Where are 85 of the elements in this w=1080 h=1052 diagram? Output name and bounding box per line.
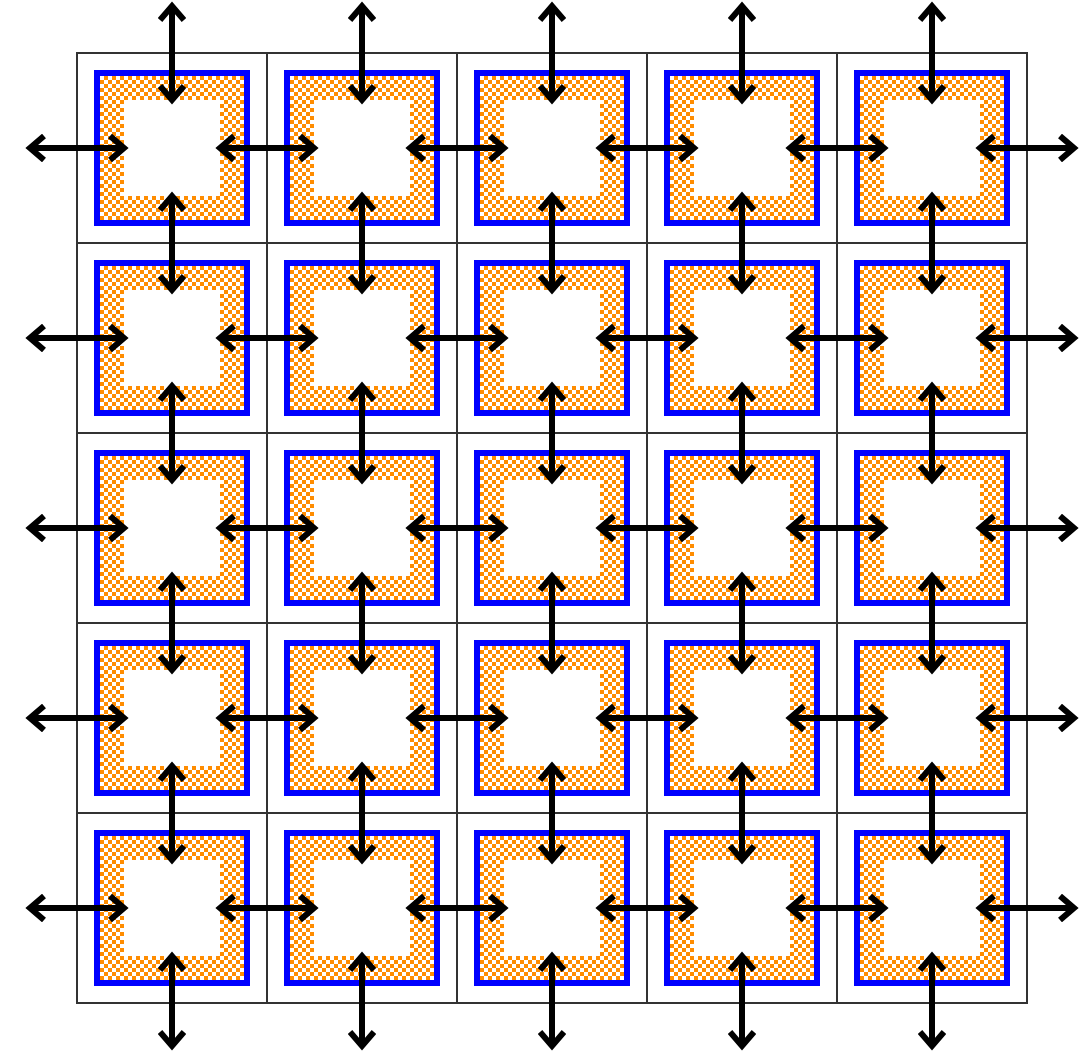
square-cell	[314, 480, 410, 576]
double-arrow	[537, 953, 567, 1049]
double-arrow	[217, 893, 317, 923]
square-cell	[124, 670, 220, 766]
double-arrow	[157, 573, 187, 673]
square-cell	[884, 860, 980, 956]
square-cell	[884, 670, 980, 766]
double-arrow	[537, 3, 567, 103]
double-arrow	[727, 573, 757, 673]
double-arrow	[537, 193, 567, 293]
double-arrow	[917, 763, 947, 863]
square-cell	[694, 860, 790, 956]
double-arrow	[407, 893, 507, 923]
double-arrow	[727, 383, 757, 483]
square-cell	[884, 290, 980, 386]
double-arrow	[347, 193, 377, 293]
double-arrow	[347, 763, 377, 863]
double-arrow	[217, 323, 317, 353]
square-cell	[884, 100, 980, 196]
square-cell	[504, 860, 600, 956]
double-arrow	[597, 513, 697, 543]
double-arrow	[157, 953, 187, 1049]
double-arrow	[977, 513, 1077, 543]
square-cell	[504, 290, 600, 386]
double-arrow	[407, 703, 507, 733]
double-arrow	[597, 893, 697, 923]
square-cell	[694, 670, 790, 766]
double-arrow	[917, 193, 947, 293]
double-arrow	[597, 323, 697, 353]
double-arrow	[27, 133, 127, 163]
square-cell	[504, 480, 600, 576]
double-arrow	[787, 703, 887, 733]
square-cell	[504, 670, 600, 766]
double-arrow	[407, 513, 507, 543]
double-arrow	[597, 703, 697, 733]
square-cell	[124, 860, 220, 956]
double-arrow	[27, 703, 127, 733]
double-arrow	[157, 763, 187, 863]
double-arrow	[157, 193, 187, 293]
square-cell	[124, 290, 220, 386]
square-cell	[694, 480, 790, 576]
double-arrow	[157, 383, 187, 483]
double-arrow	[27, 893, 127, 923]
double-arrow	[27, 323, 127, 353]
square-cell	[884, 480, 980, 576]
square-cell	[694, 290, 790, 386]
square-cell	[314, 290, 410, 386]
double-arrow	[917, 383, 947, 483]
square-cell	[504, 100, 600, 196]
double-arrow	[347, 573, 377, 673]
double-arrow	[217, 513, 317, 543]
double-arrow	[27, 513, 127, 543]
square-cell	[124, 100, 220, 196]
double-arrow	[977, 323, 1077, 353]
double-arrow	[157, 3, 187, 103]
double-arrow	[787, 513, 887, 543]
double-arrow	[347, 3, 377, 103]
double-arrow	[787, 133, 887, 163]
double-arrow	[407, 133, 507, 163]
square-cell	[314, 670, 410, 766]
double-arrow	[727, 953, 757, 1049]
double-arrow	[787, 323, 887, 353]
square-cell	[694, 100, 790, 196]
double-arrow	[917, 953, 947, 1049]
square-cell	[314, 860, 410, 956]
square-cell	[314, 100, 410, 196]
double-arrow	[727, 3, 757, 103]
double-arrow	[347, 383, 377, 483]
double-arrow	[977, 703, 1077, 733]
double-arrow	[217, 703, 317, 733]
double-arrow	[537, 383, 567, 483]
double-arrow	[537, 573, 567, 673]
double-arrow	[977, 893, 1077, 923]
double-arrow	[597, 133, 697, 163]
double-arrow	[787, 893, 887, 923]
double-arrow	[347, 953, 377, 1049]
double-arrow	[407, 323, 507, 353]
square-cell	[124, 480, 220, 576]
double-arrow	[917, 3, 947, 103]
double-arrow	[917, 573, 947, 673]
double-arrow	[537, 763, 567, 863]
double-arrow	[727, 193, 757, 293]
double-arrow	[977, 133, 1077, 163]
double-arrow	[727, 763, 757, 863]
double-arrow	[217, 133, 317, 163]
